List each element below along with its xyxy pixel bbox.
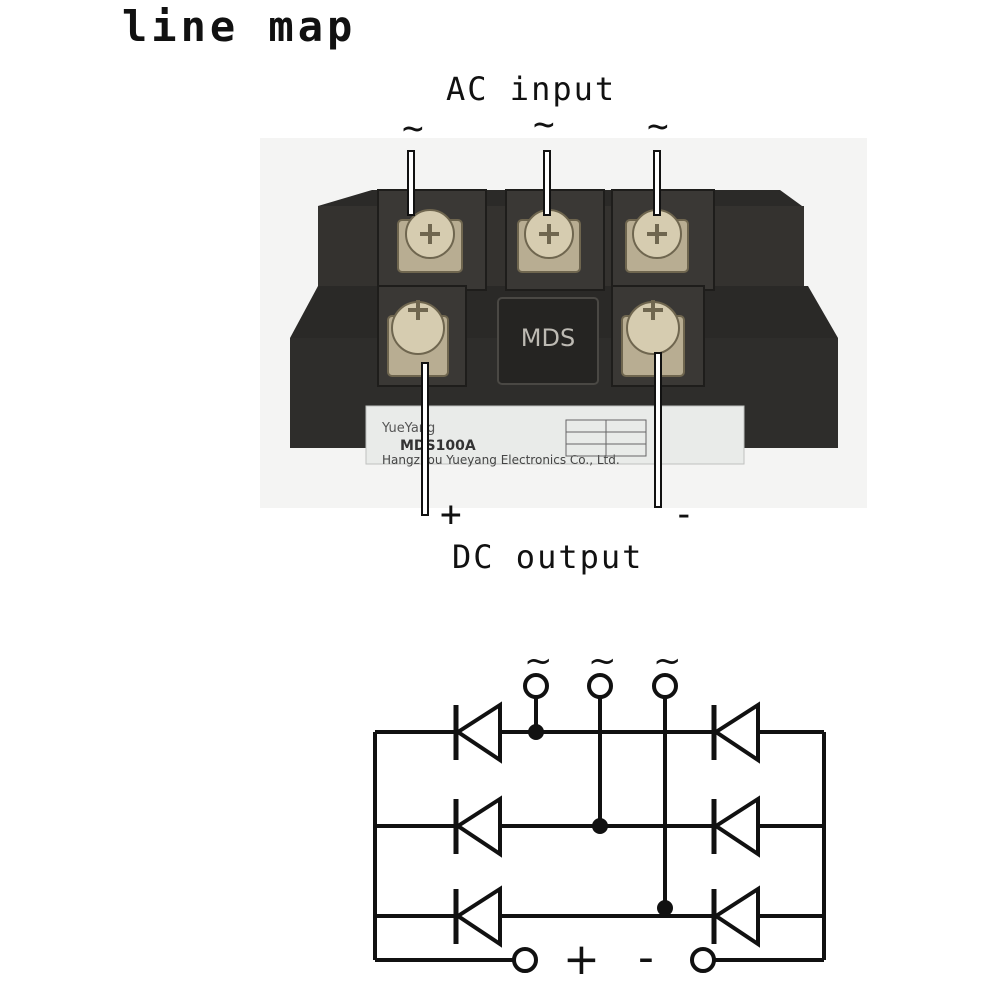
dc-minus-symbol: - (673, 494, 695, 535)
dc-plus-lead (421, 362, 429, 516)
dc-plus-symbol: + (440, 494, 462, 535)
rectifier-module-photo: MDS YueYang MDS100A Hangzhou Yueyang E (260, 138, 867, 508)
schematic-ac-3-tilde: ~ (653, 641, 682, 681)
module-maker: Hangzhou Yueyang Electronics Co., Ltd. (382, 453, 620, 467)
ac-terminal-2-tilde: ~ (533, 104, 555, 145)
module-center-mark: MDS (521, 324, 575, 352)
page-title: line map (122, 2, 357, 51)
dc-minus-lead (654, 352, 662, 508)
ac-lead-3 (653, 150, 661, 216)
schematic-minus: - (638, 932, 654, 983)
dc-output-label: DC output (452, 538, 644, 576)
ac-lead-1 (407, 150, 415, 216)
schematic-ac-1-tilde: ~ (524, 641, 553, 681)
schematic-ac-2-tilde: ~ (588, 641, 617, 681)
ac-input-label: AC input (446, 70, 617, 108)
ac-lead-2 (543, 150, 551, 216)
schematic-plus: + (563, 934, 600, 985)
ac-terminal-3-tilde: ~ (647, 106, 669, 147)
module-model: MDS100A (400, 438, 476, 454)
